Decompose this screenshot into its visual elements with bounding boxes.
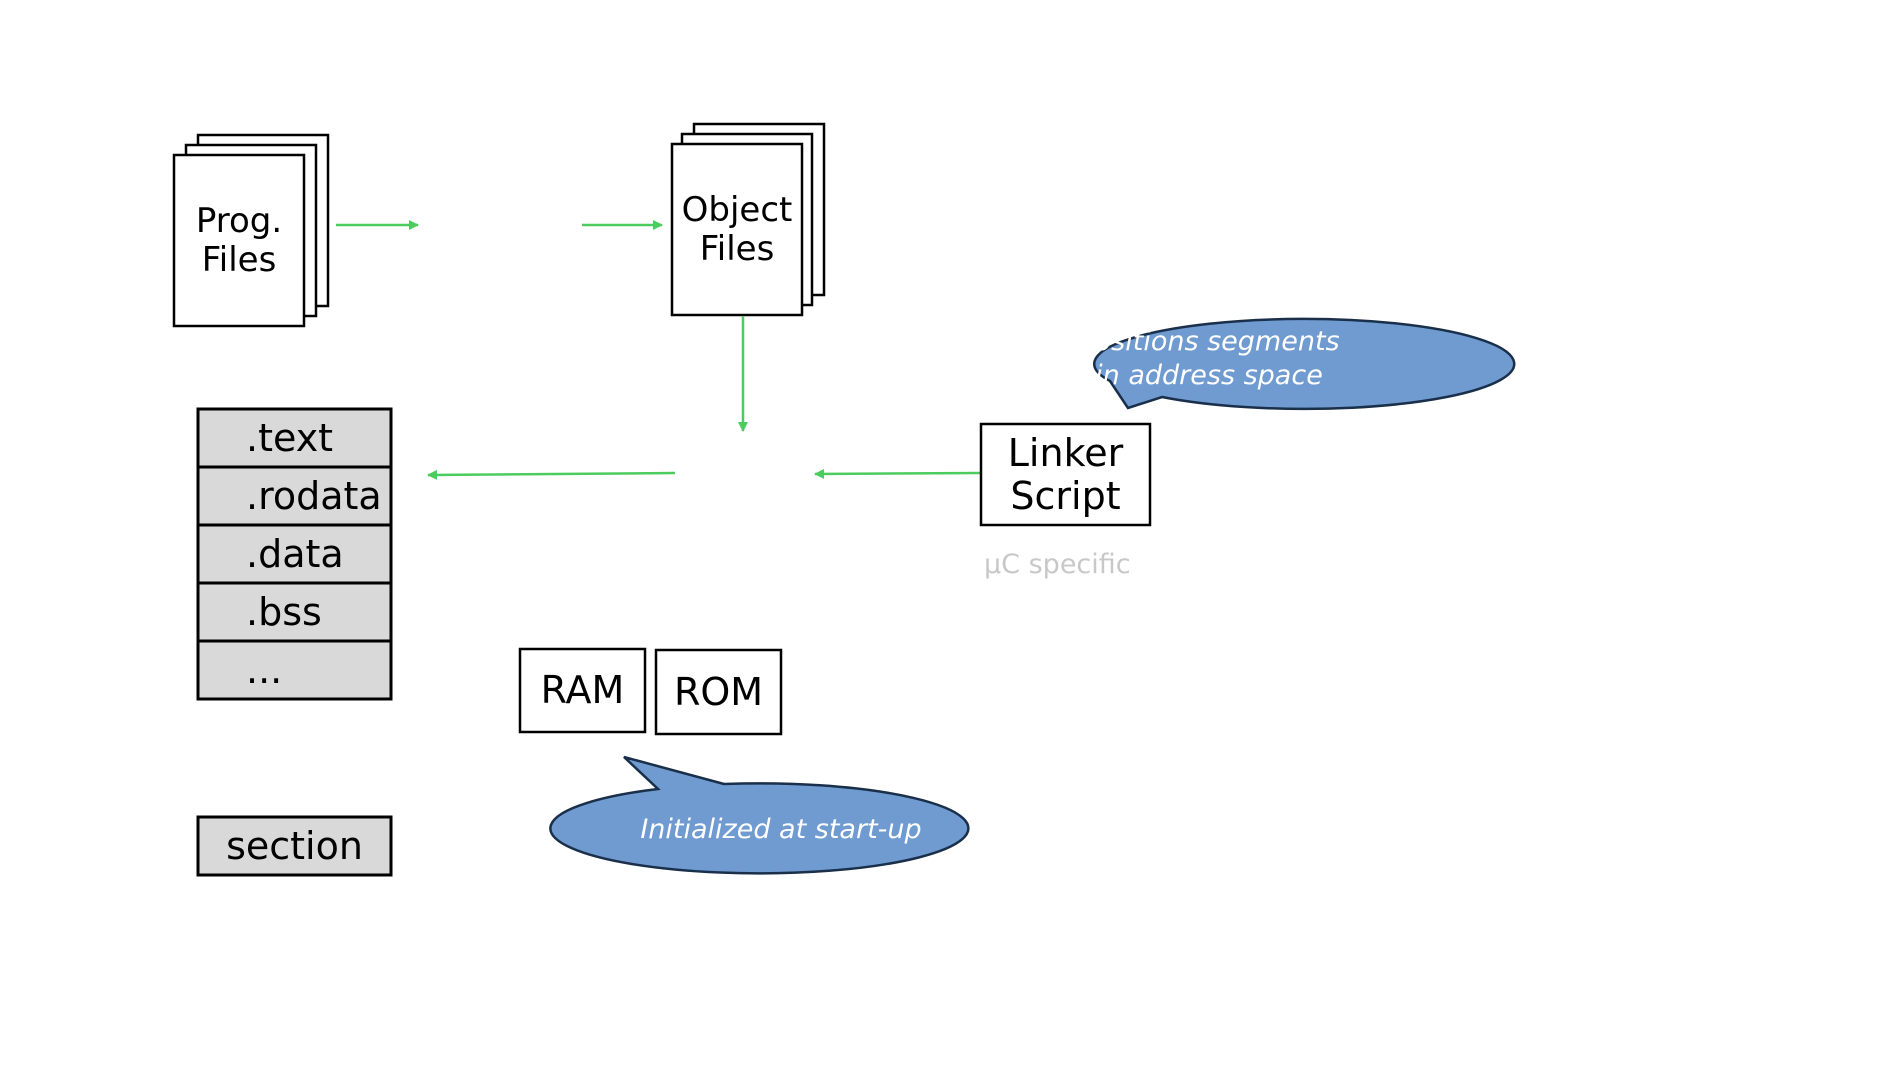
arrow-script-to-linker — [814, 468, 981, 479]
uc-specific-note: µC specific — [984, 548, 1131, 580]
object-files-box — [670, 142, 804, 317]
callout-positions-text: Positions segments in address space — [1078, 326, 1340, 391]
object-files-label: Object Files — [681, 190, 793, 269]
section-bss-label: .bss — [246, 589, 322, 634]
section-rodata-label: .rodata — [246, 473, 382, 518]
callout-positions-bubble — [1093, 317, 1516, 411]
object-files-stack — [670, 122, 826, 317]
linker-script-label: Linker Script — [1007, 430, 1124, 518]
arrow-linker-to-sections — [427, 469, 676, 480]
sections-column — [196, 407, 393, 701]
callout-initialized-bubble — [549, 755, 970, 875]
ram-label: RAM — [540, 668, 625, 713]
section-text-label: .text — [246, 415, 334, 460]
legend-section-box — [196, 815, 393, 877]
section-more-label: ... — [246, 647, 283, 692]
prog-files-label: Prog. Files — [195, 201, 283, 280]
callout-initialized-text: Initialized at start-up — [640, 814, 922, 846]
legend-section-label: section — [226, 823, 363, 868]
ram-box — [518, 647, 647, 734]
rom-box — [654, 648, 783, 736]
section-data-label: .data — [246, 531, 344, 576]
rom-label: ROM — [673, 669, 764, 714]
prog-files-box — [172, 153, 306, 328]
linker-script-box — [979, 422, 1152, 527]
prog-files-stack — [172, 133, 330, 328]
